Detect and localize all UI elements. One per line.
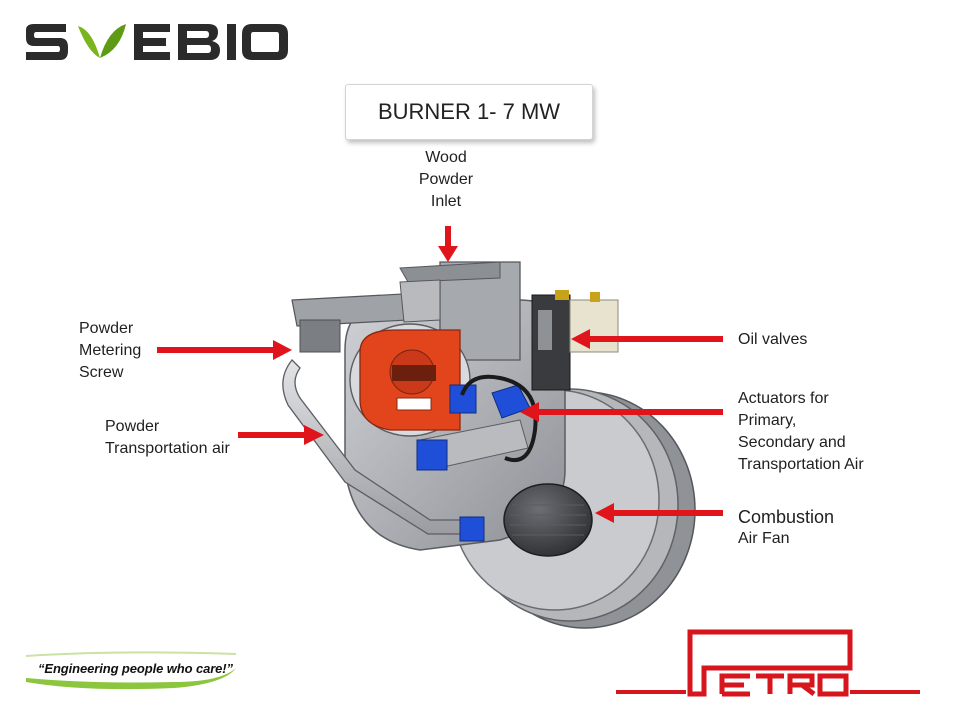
tagline: “Engineering people who care!”: [38, 661, 233, 676]
arrow-actuators: [520, 402, 723, 422]
label-line: Oil valves: [738, 331, 808, 348]
label-wood-inlet: Wood Powder Inlet: [404, 147, 488, 213]
label-oil-valves: Oil valves: [738, 329, 807, 351]
arrow-wood-inlet: [438, 226, 458, 262]
label-line: Inlet: [430, 193, 462, 210]
label-fan: Combustion Air Fan: [738, 506, 834, 550]
label-metering-screw: Powder Metering Screw: [79, 318, 141, 384]
title-box: BURNER 1- 7 MW: [345, 84, 593, 140]
label-line: Air Fan: [738, 530, 790, 547]
arrow-oil-valves: [571, 329, 723, 349]
arrow-transport-air: [238, 425, 324, 445]
label-line: Powder: [79, 320, 134, 337]
label-line: Combustion: [738, 507, 835, 527]
label-line: Wood: [425, 149, 467, 166]
label-line: Transportation air: [105, 440, 230, 457]
petro-logo: [616, 629, 920, 697]
label-line: Metering: [79, 342, 142, 359]
label-line: Actuators for: [738, 390, 829, 407]
label-line: Primary,: [738, 412, 797, 429]
label-line: Powder: [418, 171, 474, 188]
label-line: Transportation Air: [738, 456, 864, 473]
tagline-swoosh: [25, 651, 237, 690]
page-title: BURNER 1- 7 MW: [377, 99, 561, 124]
burner-body: [282, 261, 696, 629]
label-line: Powder: [105, 418, 160, 435]
label-line: Secondary and: [738, 434, 846, 451]
label-line: Screw: [79, 364, 124, 381]
label-actuators: Actuators for Primary, Secondary and Tra…: [738, 388, 864, 476]
svebio-logo: [26, 24, 288, 60]
arrow-fan: [595, 503, 723, 523]
arrow-metering-screw: [157, 340, 292, 360]
label-transport-air: Powder Transportation air: [105, 416, 230, 460]
